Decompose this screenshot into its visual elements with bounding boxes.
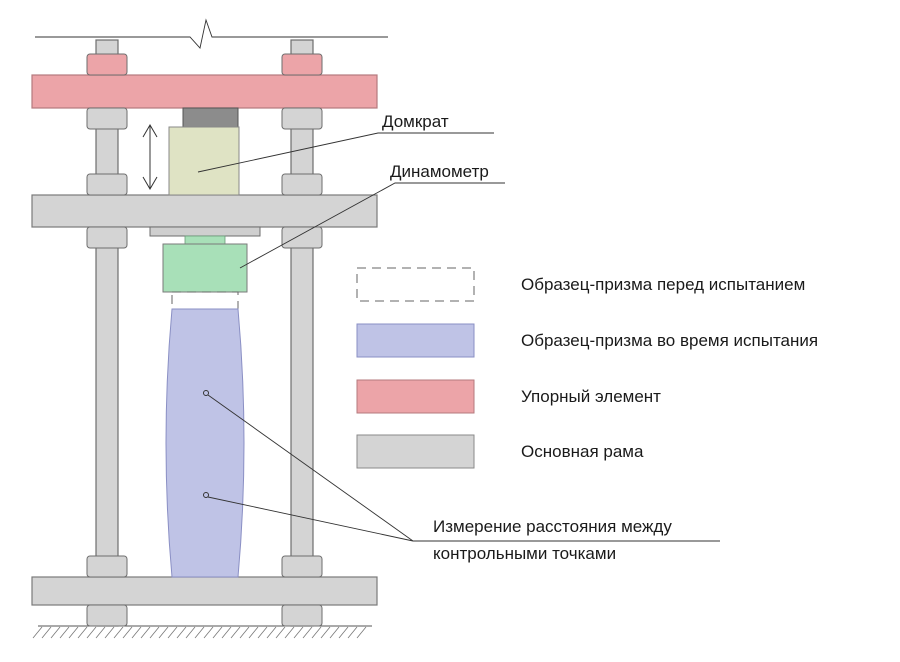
label-dynamometer: Динамометр xyxy=(390,162,489,181)
nut xyxy=(86,107,128,130)
hatch-stroke xyxy=(140,626,151,639)
hatch-stroke xyxy=(230,626,241,639)
hatch-stroke xyxy=(347,626,358,639)
hatch-stroke xyxy=(284,626,295,639)
nut xyxy=(86,604,128,627)
hatch-stroke xyxy=(302,626,313,639)
nut xyxy=(281,107,323,130)
hatch-stroke xyxy=(32,626,43,639)
legend: Образец-призма перед испытанием Образец-… xyxy=(356,267,818,469)
legend-swatch-dashed xyxy=(356,267,475,302)
bottom-frame-plate xyxy=(31,576,378,606)
hatch-stroke xyxy=(248,626,259,639)
bearing-plate xyxy=(149,226,261,237)
hatch-stroke xyxy=(221,626,232,639)
hatch-stroke xyxy=(68,626,79,639)
dynamometer-body xyxy=(162,243,248,293)
hatch-stroke xyxy=(356,626,367,639)
hatch-stroke xyxy=(77,626,88,639)
label-jack: Домкрат xyxy=(382,112,449,131)
label-measurement-line2: контрольными точками xyxy=(433,544,616,563)
travel-arrow xyxy=(142,124,158,190)
hatch-stroke xyxy=(104,626,115,639)
hatch-stroke xyxy=(338,626,349,639)
hatch-stroke xyxy=(95,626,106,639)
hatch-stroke xyxy=(257,626,268,639)
legend-label: Образец-призма перед испытанием xyxy=(521,275,805,294)
ground-hatching xyxy=(32,625,372,639)
leader-lines xyxy=(197,132,720,542)
legend-label: Основная рама xyxy=(521,442,644,461)
legend-item-specimen-before: Образец-призма перед испытанием xyxy=(356,267,805,302)
nut xyxy=(281,555,323,578)
nut xyxy=(281,173,323,196)
hatch-stroke xyxy=(167,626,178,639)
stop-element-plate xyxy=(31,74,378,109)
hatch-stroke xyxy=(86,626,97,639)
hatch-stroke xyxy=(293,626,304,639)
hatch-stroke xyxy=(41,626,52,639)
hatch-stroke xyxy=(212,626,223,639)
hatch-stroke xyxy=(239,626,250,639)
nut xyxy=(86,53,128,76)
middle-frame-plate xyxy=(31,194,378,228)
nut xyxy=(86,226,128,249)
hatch-stroke xyxy=(59,626,70,639)
hatch-stroke xyxy=(266,626,277,639)
hatch-stroke xyxy=(311,626,322,639)
hatch-stroke xyxy=(194,626,205,639)
hatch-stroke xyxy=(122,626,133,639)
hatch-stroke xyxy=(329,626,340,639)
hatch-stroke xyxy=(50,626,61,639)
hatch-stroke xyxy=(203,626,214,639)
hatch-stroke xyxy=(275,626,286,639)
hatch-stroke xyxy=(113,626,124,639)
legend-item-stop-element: Упорный элемент xyxy=(356,379,661,414)
dynamometer-stem xyxy=(184,235,226,245)
nut xyxy=(281,53,323,76)
legend-swatch-frame xyxy=(356,434,475,469)
control-point-upper xyxy=(203,390,209,396)
nut xyxy=(86,555,128,578)
hatch-stroke xyxy=(131,626,142,639)
legend-label: Образец-призма во время испытания xyxy=(521,331,818,350)
legend-item-main-frame: Основная рама xyxy=(356,434,644,469)
top-break-line xyxy=(35,18,388,49)
nut xyxy=(281,604,323,627)
nuts xyxy=(86,53,323,627)
jack-piston xyxy=(182,107,239,128)
legend-swatch-stop xyxy=(356,379,475,414)
legend-swatch-specimen xyxy=(356,323,475,358)
hatch-stroke xyxy=(149,626,160,639)
hatch-stroke xyxy=(320,626,331,639)
specimen-during-test xyxy=(165,308,245,578)
hatch-stroke xyxy=(185,626,196,639)
nut xyxy=(281,226,323,249)
control-point-lower xyxy=(203,492,209,498)
legend-item-specimen-during: Образец-призма во время испытания xyxy=(356,323,818,358)
hatch-stroke xyxy=(176,626,187,639)
legend-label: Упорный элемент xyxy=(521,387,661,406)
jack-body xyxy=(168,126,240,196)
label-measurement-line1: Измерение расстояния между xyxy=(433,517,672,536)
hatch-stroke xyxy=(158,626,169,639)
nut xyxy=(86,173,128,196)
